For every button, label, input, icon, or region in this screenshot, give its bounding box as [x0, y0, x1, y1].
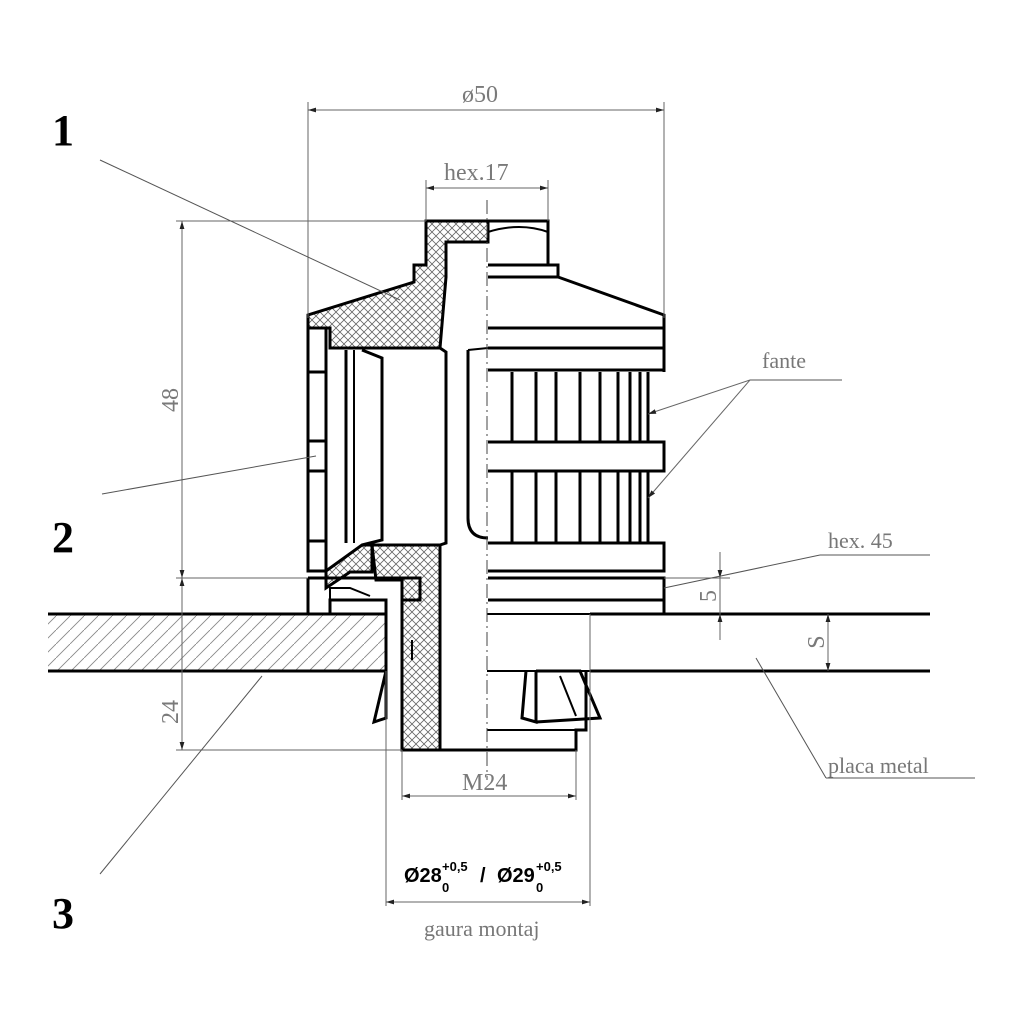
- hole-28-lower-tol: 0: [442, 880, 449, 895]
- label-placa-metal: placa metal: [828, 753, 929, 778]
- fins-lower: [510, 471, 650, 543]
- hole-diameter-29: Ø29: [497, 865, 535, 887]
- leader-lines: [99, 159, 975, 875]
- dim-hex-17: hex.17: [444, 160, 509, 186]
- dimension-lines: [176, 102, 831, 906]
- dim-thread-m24: M24: [462, 770, 507, 796]
- hole-29-lower-tol: 0: [536, 880, 543, 895]
- dim-s: S: [804, 635, 830, 648]
- label-hex-45: hex. 45: [828, 528, 893, 553]
- dim-height-48: 48: [158, 388, 184, 412]
- label-fante: fante: [762, 348, 806, 373]
- hole-separator: /: [480, 865, 486, 887]
- dim-diameter-50: ø50: [462, 82, 498, 108]
- hole-diameter-28: Ø28: [404, 865, 442, 887]
- dim-5: 5: [696, 590, 722, 602]
- metal-plate: [48, 612, 930, 673]
- body-exterior: [487, 219, 666, 752]
- hole-tolerance: Ø28 +0,5 0 / Ø29 +0,5 0: [404, 859, 562, 895]
- label-gaura-montaj: gaura montaj: [424, 916, 539, 941]
- part-number-1: 1: [52, 106, 74, 155]
- hole-28-upper-tol: +0,5: [442, 859, 468, 874]
- part-number-2: 2: [52, 513, 74, 562]
- part-number-3: 3: [52, 889, 74, 938]
- dim-height-24: 24: [158, 700, 184, 724]
- hole-29-upper-tol: +0,5: [536, 859, 562, 874]
- fins-upper: [510, 372, 650, 442]
